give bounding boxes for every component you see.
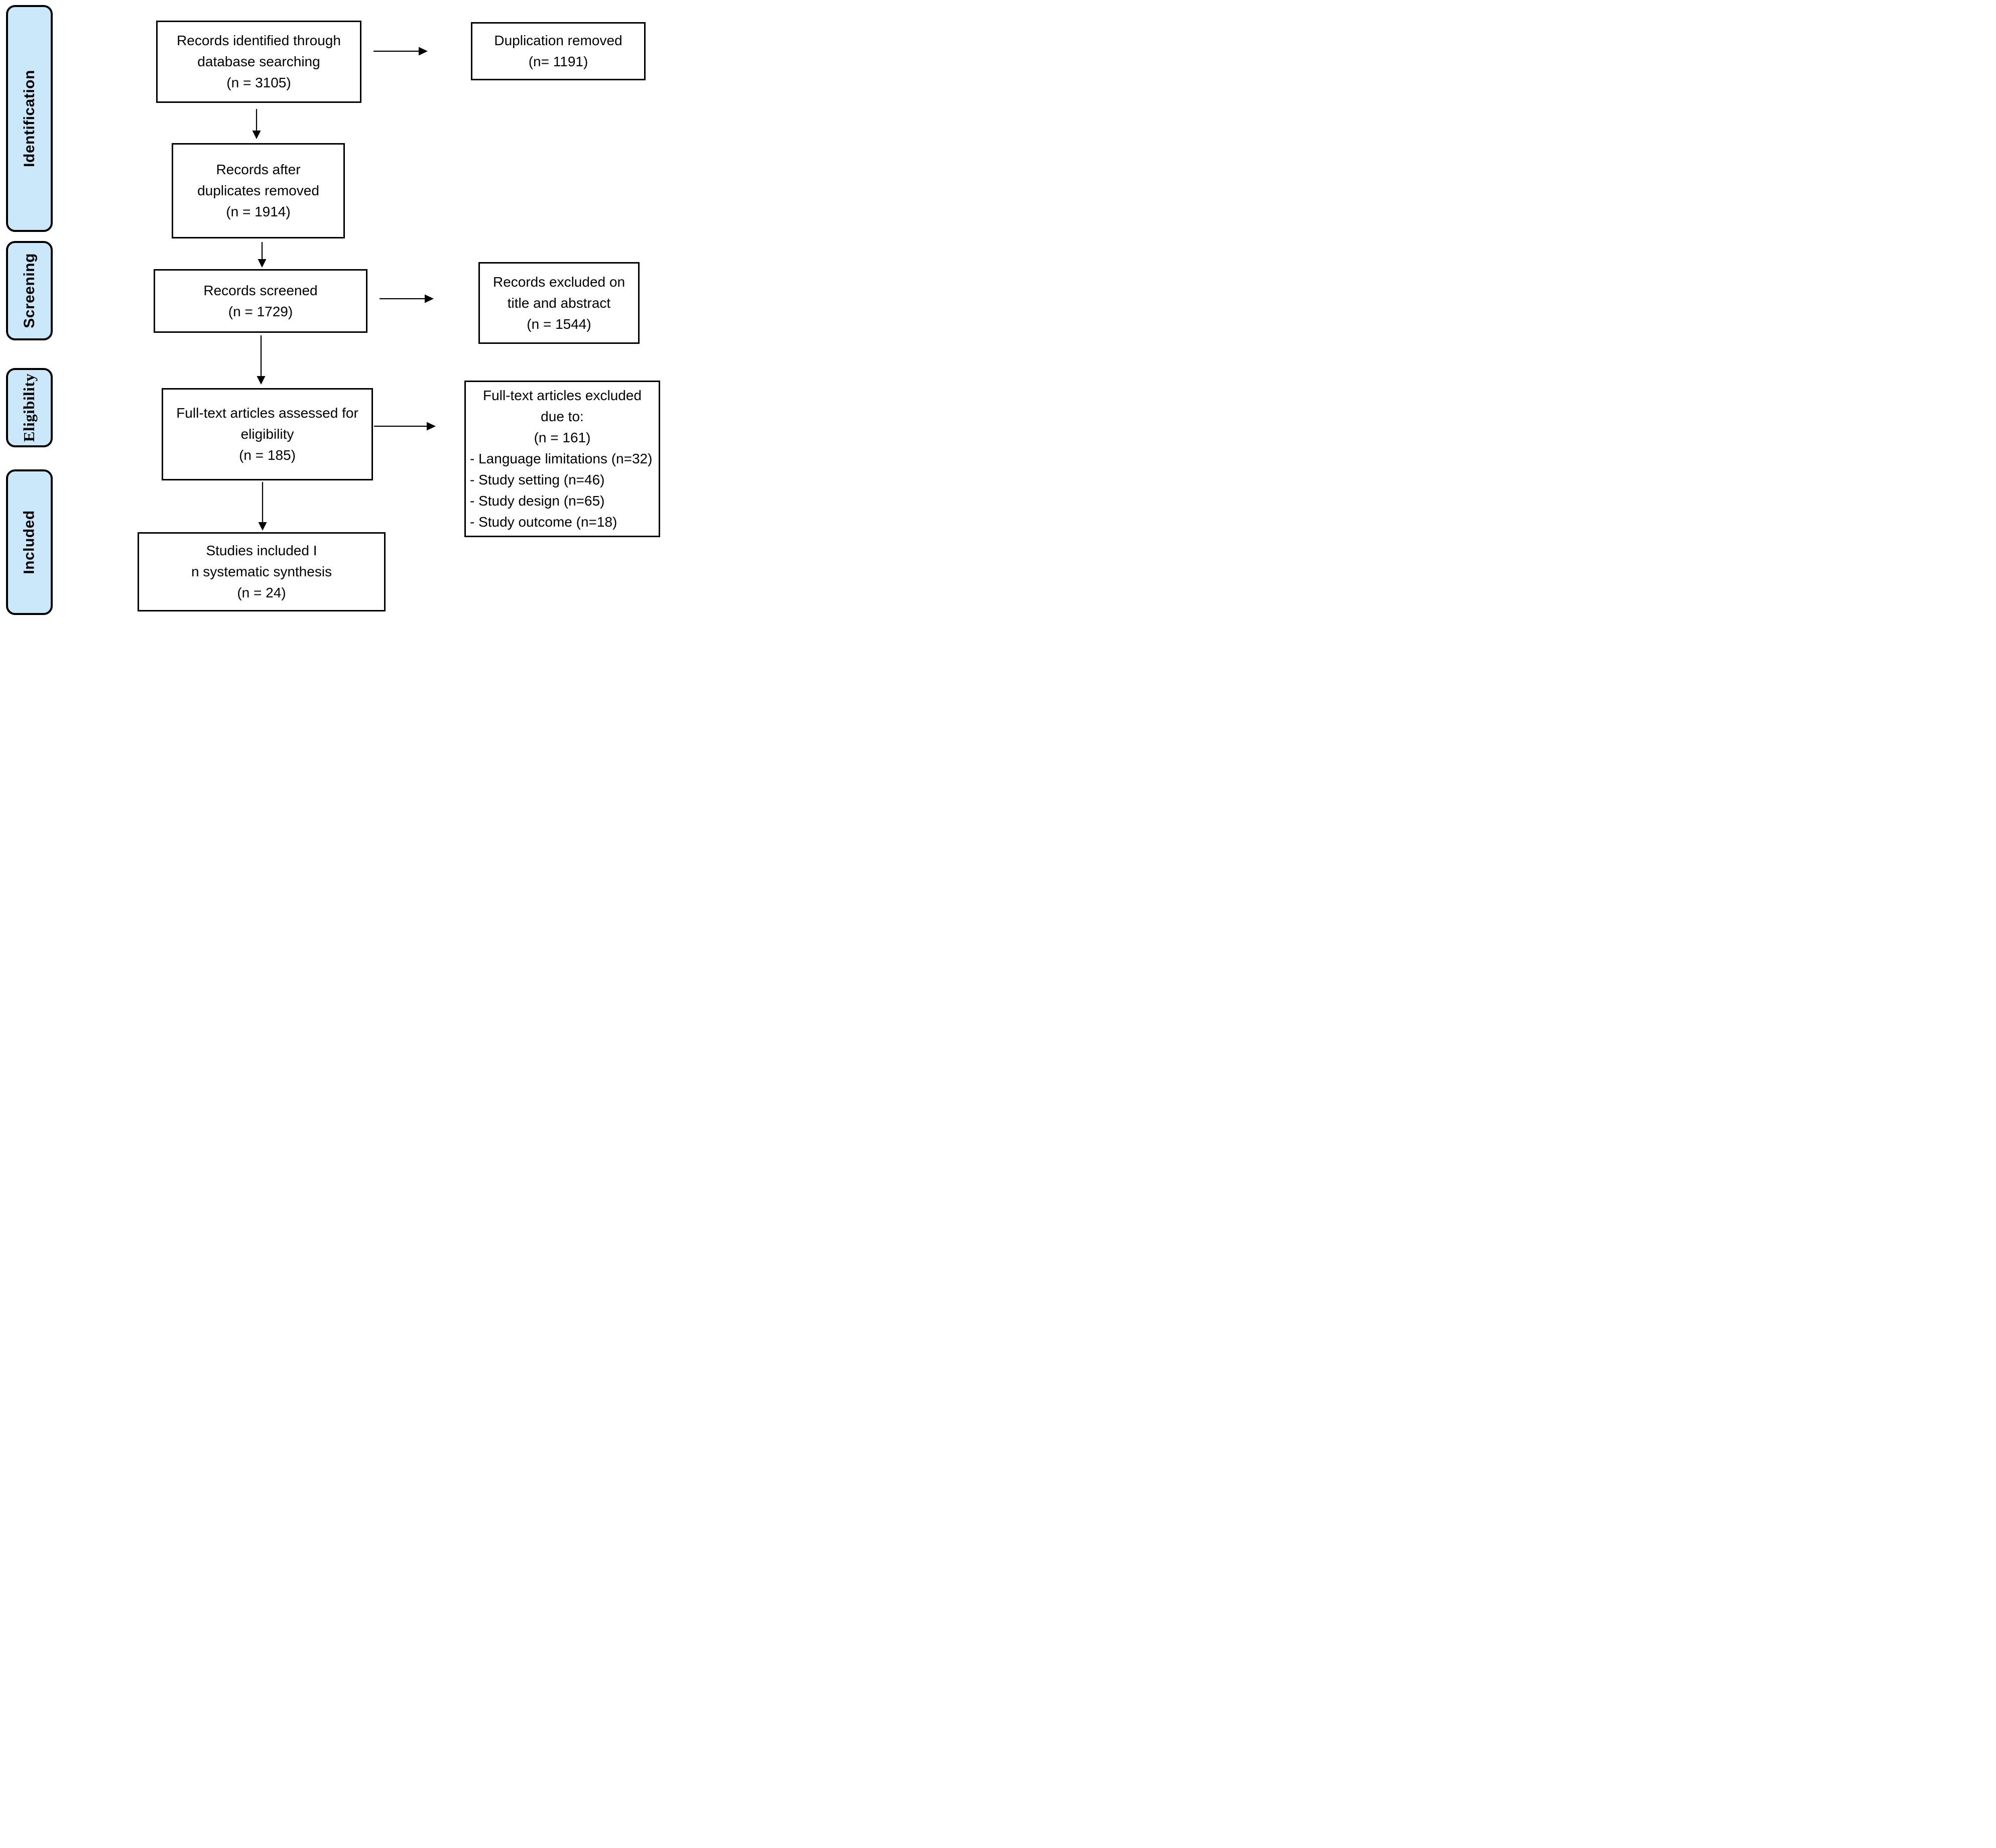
box-fulltext-excluded: Full-text articles excluded due to: (n =… xyxy=(464,381,660,537)
box-studies-included: Studies included I n systematic synthesi… xyxy=(138,532,386,611)
exclusion-reason: - Study design (n=65) xyxy=(470,493,605,509)
box-count: (n = 1544) xyxy=(527,316,591,332)
box-count: (n= 1191) xyxy=(528,54,588,69)
box-count: (n = 161) xyxy=(534,430,591,445)
box-text-line: Studies included I xyxy=(206,543,317,558)
box-text-line: title and abstract xyxy=(507,295,611,311)
stage-label-eligibility: Eligibility xyxy=(6,368,53,447)
arrow-head xyxy=(258,259,267,268)
arrow-head xyxy=(419,47,428,56)
arrow-identified-to-after-duplicates xyxy=(252,109,261,139)
stage-label-text: Identification xyxy=(21,70,38,167)
arrow-after-duplicates-to-screened xyxy=(258,242,267,268)
box-records-excluded-title-abstract: Records excluded on title and abstract (… xyxy=(478,262,640,344)
arrow-fulltext-assessed-to-fulltext-excluded xyxy=(374,422,436,431)
box-fulltext-assessed: Full-text articles assessed for eligibil… xyxy=(162,388,373,480)
arrow-screened-to-excluded-title-abstract xyxy=(380,294,434,303)
stage-label-screening: Screening xyxy=(6,241,53,340)
box-text-line: Records screened xyxy=(203,282,318,298)
arrow-head xyxy=(257,376,266,385)
box-text-line: duplicates removed xyxy=(197,183,319,198)
arrow-fulltext-assessed-to-studies-included xyxy=(258,482,267,531)
box-records-identified: Records identified through database sear… xyxy=(156,21,361,103)
box-text-line: Full-text articles excluded xyxy=(483,388,642,403)
box-records-screened: Records screened (n = 1729) xyxy=(154,269,367,333)
box-records-after-duplicates: Records after duplicates removed (n = 19… xyxy=(172,143,345,238)
box-text-line: database searching xyxy=(197,54,320,69)
box-count: (n = 3105) xyxy=(226,75,291,90)
stage-label-identification: Identification xyxy=(6,5,53,232)
box-duplication-removed: Duplication removed (n= 1191) xyxy=(471,22,646,80)
prisma-flow-diagram: Identification Screening Eligibility Inc… xyxy=(0,0,665,616)
arrow-head xyxy=(252,131,261,139)
stage-label-text: Screening xyxy=(21,253,38,328)
box-count: (n = 1914) xyxy=(226,204,291,219)
stage-label-text: Eligibility xyxy=(20,373,38,442)
box-text-line: Records identified through xyxy=(177,33,341,48)
arrow-identified-to-duplication-removed xyxy=(373,47,428,56)
box-text-line: Records excluded on xyxy=(492,274,626,290)
exclusion-reason: - Study outcome (n=18) xyxy=(470,514,617,530)
exclusion-reason: - Language limitations (n=32) xyxy=(470,451,653,466)
arrow-head xyxy=(427,422,436,431)
stage-label-text: Included xyxy=(21,510,38,574)
stage-label-included: Included xyxy=(6,469,53,615)
box-count: (n = 185) xyxy=(239,447,296,463)
arrow-head xyxy=(258,522,267,531)
box-count: (n = 1729) xyxy=(228,303,293,319)
box-text-line: due to: xyxy=(541,409,584,424)
arrow-head xyxy=(425,294,434,303)
arrow-screened-to-fulltext-assessed xyxy=(257,335,266,385)
box-text-line: n systematic synthesis xyxy=(191,564,332,579)
box-count: (n = 24) xyxy=(237,585,286,600)
box-text-line: eligibility xyxy=(240,426,294,442)
box-text-line: Records after xyxy=(216,162,301,177)
exclusion-reason: - Study setting (n=46) xyxy=(470,472,605,487)
box-text-line: Duplication removed xyxy=(494,33,622,48)
box-text-line: Full-text articles assessed for xyxy=(176,405,358,421)
